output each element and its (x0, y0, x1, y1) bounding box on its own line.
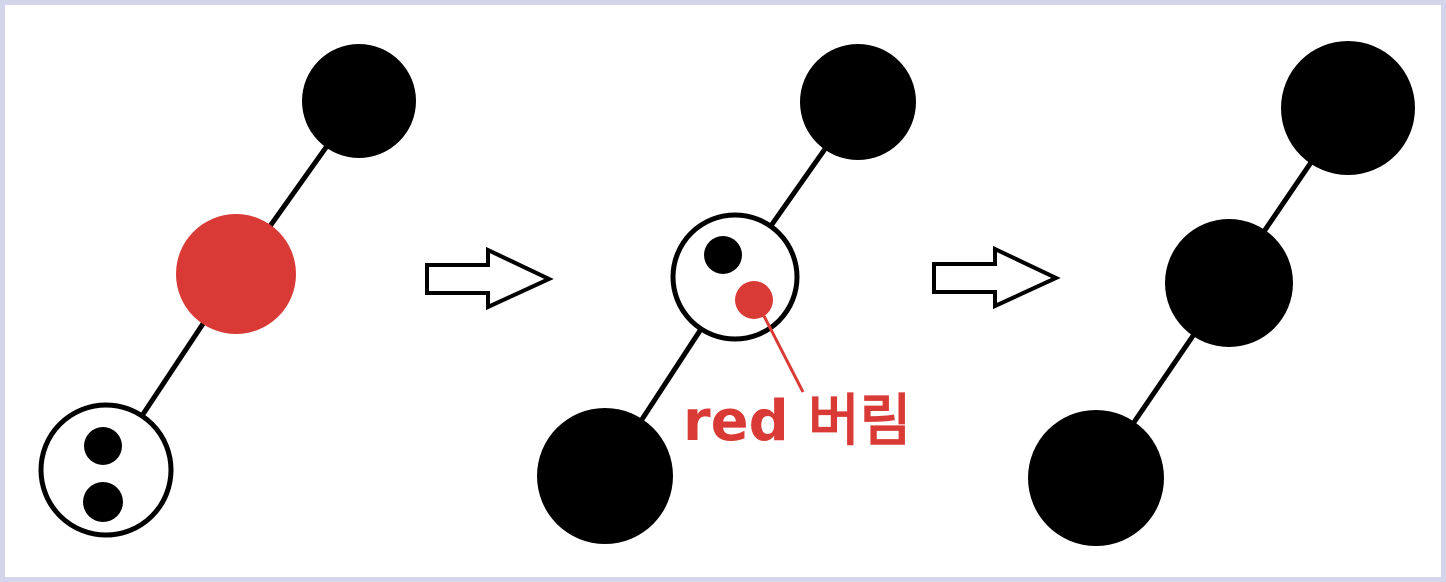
right-arrow-icon (425, 246, 554, 311)
panel-before (38, 44, 416, 538)
panel-during: red 버림 (537, 44, 916, 544)
node-middle-black-and-red (670, 212, 800, 342)
black-dot (704, 236, 742, 274)
double-black-dot-1 (84, 427, 122, 465)
node-bottom-black (1028, 410, 1164, 546)
node-middle-black (1165, 219, 1293, 347)
node-bottom-black (537, 408, 673, 544)
node-middle-red (176, 214, 296, 334)
node-top-black (302, 44, 416, 158)
right-arrow-icon (932, 245, 1061, 310)
red-dot (735, 281, 773, 319)
panel-after (1028, 41, 1415, 546)
node-top-black (1281, 41, 1415, 175)
node-bottom-double-black (38, 402, 174, 538)
node-top-black (800, 44, 916, 160)
double-black-dot-2 (83, 482, 123, 522)
annotation-pointer (762, 315, 805, 393)
annotation-red-discard: red 버림 (683, 389, 911, 454)
